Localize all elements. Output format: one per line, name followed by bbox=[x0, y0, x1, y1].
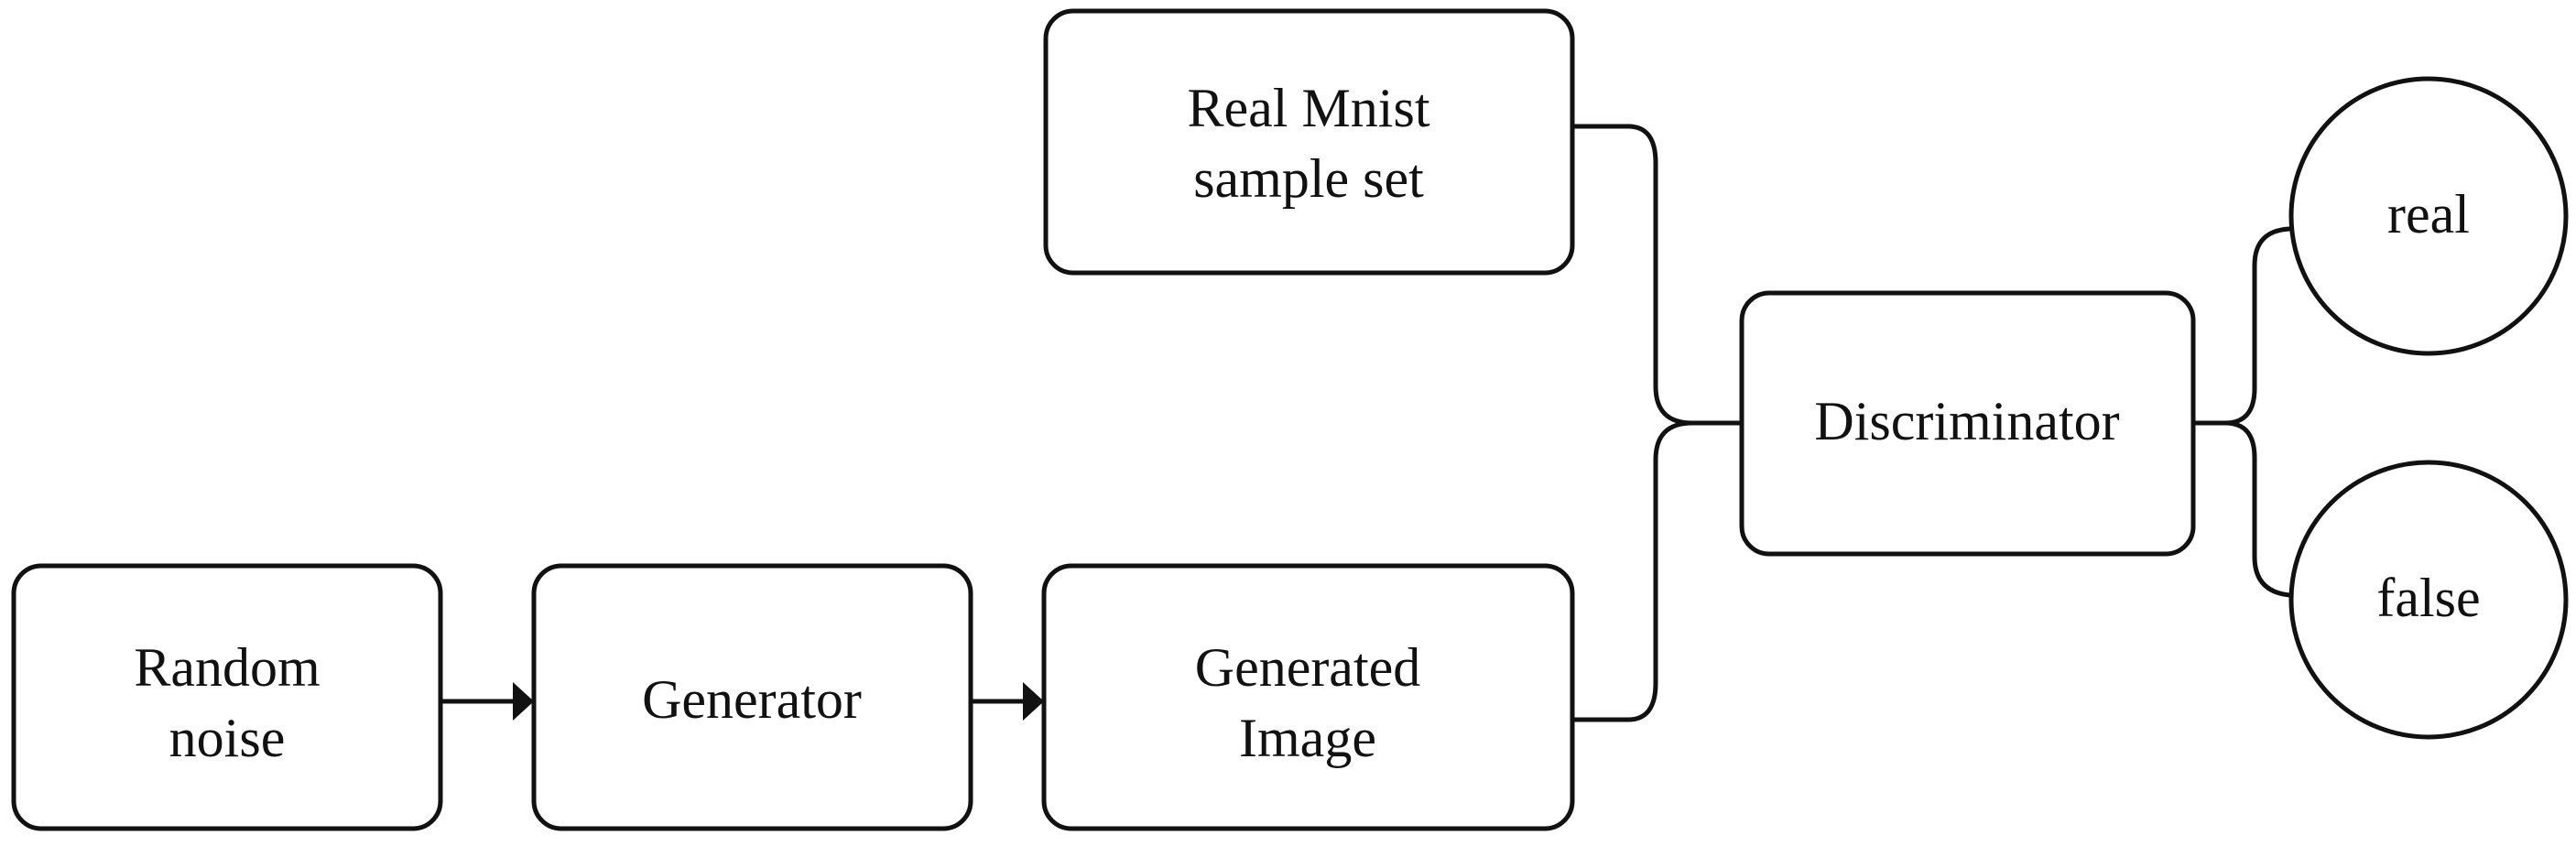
edge-noise-to-generator bbox=[442, 682, 534, 721]
node-shape-rounded-rect[interactable] bbox=[1041, 563, 1575, 831]
edge-line bbox=[2193, 221, 2305, 426]
node-shape-rounded-rect[interactable] bbox=[11, 563, 443, 831]
node-shape-rounded-rect[interactable] bbox=[1043, 8, 1575, 276]
node-shape-rounded-rect[interactable] bbox=[531, 563, 973, 831]
node-label-false: false bbox=[2376, 568, 2480, 628]
edge-line bbox=[1572, 124, 1742, 426]
node-shape-rounded-rect[interactable] bbox=[1739, 290, 2196, 557]
node-label-random-noise-line2: noise bbox=[169, 708, 286, 768]
edge-real-mnist-to-discriminator bbox=[1572, 124, 1742, 426]
node-label-random-noise-line1: Random bbox=[134, 637, 320, 698]
node-label-generator: Generator bbox=[642, 669, 862, 730]
node-real-mnist-sample-set[interactable]: Real Mnist sample set bbox=[1043, 8, 1575, 276]
edge-generated-image-to-discriminator bbox=[1572, 420, 1742, 722]
node-real[interactable]: real bbox=[2288, 76, 2569, 356]
node-generated-image[interactable]: Generated Image bbox=[1041, 563, 1575, 831]
edge-generator-to-generated-image bbox=[973, 682, 1044, 721]
node-label-real-mnist-line2: sample set bbox=[1193, 148, 1424, 209]
node-false[interactable]: false bbox=[2288, 460, 2569, 740]
edge-line bbox=[2193, 420, 2305, 603]
node-label-generated-image-line2: Image bbox=[1239, 708, 1376, 768]
node-label-real: real bbox=[2387, 184, 2470, 244]
edge-line bbox=[1572, 420, 1742, 722]
edge-discriminator-to-false bbox=[2193, 420, 2305, 603]
edge-discriminator-to-real bbox=[2193, 221, 2305, 426]
node-label-generated-image-line1: Generated bbox=[1195, 637, 1421, 698]
node-label-real-mnist-line1: Real Mnist bbox=[1188, 78, 1430, 138]
arrow-head-icon bbox=[513, 682, 534, 721]
arrow-head-icon bbox=[1023, 682, 1044, 721]
node-random-noise[interactable]: Random noise bbox=[11, 563, 443, 831]
node-generator[interactable]: Generator bbox=[531, 563, 973, 831]
node-discriminator[interactable]: Discriminator bbox=[1739, 290, 2196, 557]
node-label-discriminator: Discriminator bbox=[1814, 391, 2119, 451]
node-shape-circle[interactable] bbox=[2288, 76, 2569, 356]
node-shape-circle[interactable] bbox=[2288, 460, 2569, 740]
